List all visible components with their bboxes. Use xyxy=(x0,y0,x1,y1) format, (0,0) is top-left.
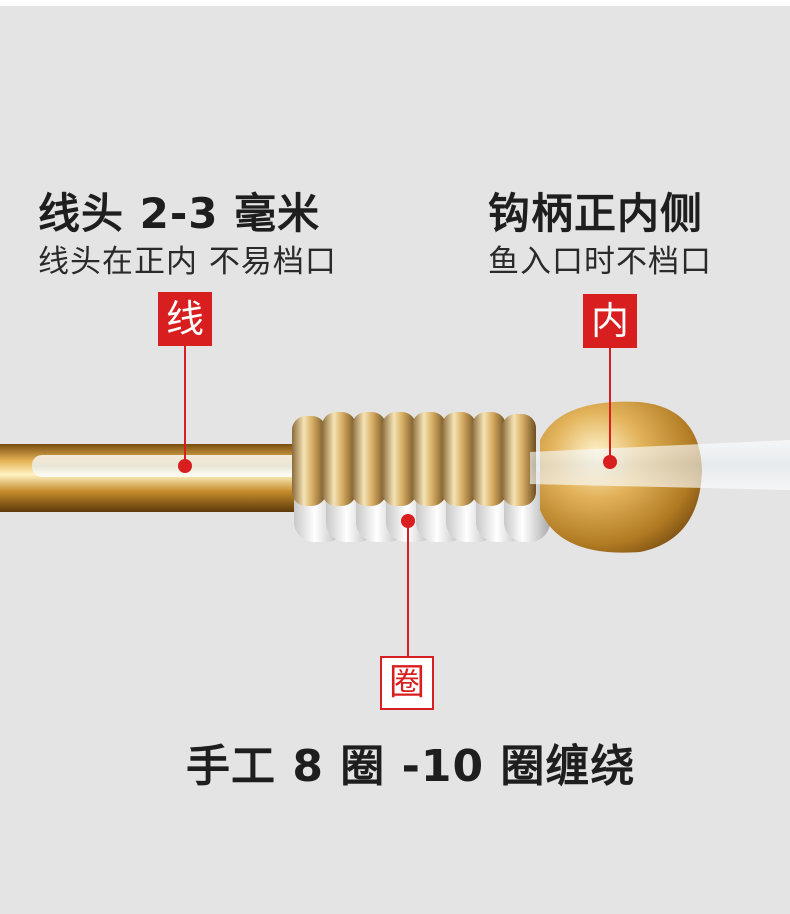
right-heading: 钩柄正内侧 xyxy=(488,189,704,238)
fishing-line-exit xyxy=(530,440,790,490)
left-subtext: 线头在正内 不易档口 xyxy=(38,244,337,280)
left-heading: 线头 2-3 毫米 xyxy=(38,189,321,238)
tag-coil: 圈 xyxy=(380,656,434,710)
right-callout-dot xyxy=(603,455,617,469)
thread-wraps xyxy=(292,412,536,506)
bottom-callout-dot xyxy=(401,514,415,528)
bottom-caption: 手工 8 圈 -10 圈缠绕 xyxy=(186,741,636,792)
top-strip xyxy=(0,0,790,6)
tag-line: 线 xyxy=(158,292,212,346)
left-callout-dot xyxy=(178,459,192,473)
tag-inner: 内 xyxy=(583,294,637,348)
right-subtext: 鱼入口时不档口 xyxy=(488,244,712,280)
hook-shank xyxy=(0,444,300,512)
fishing-line xyxy=(32,455,302,477)
